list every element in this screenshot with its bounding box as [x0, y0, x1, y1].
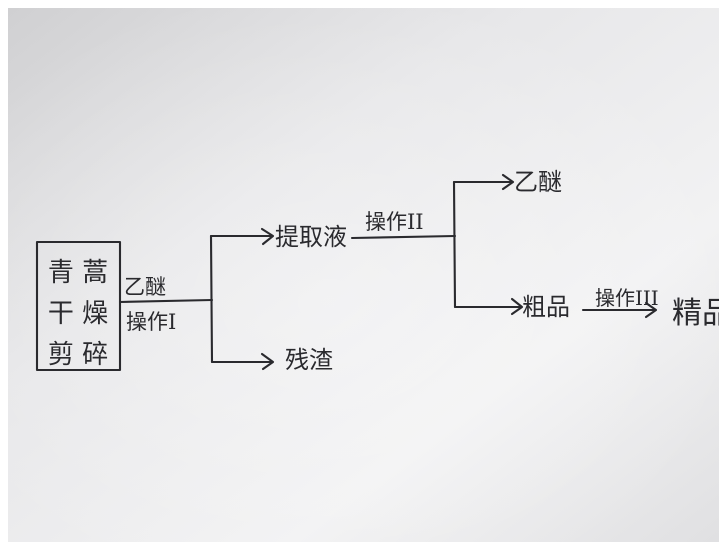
step3-arrow-head — [644, 301, 658, 319]
raw-material-line-3: 剪 碎 — [48, 340, 108, 370]
arrow-to-residue-head — [260, 352, 275, 371]
arrow-to-ether-head — [501, 173, 515, 191]
paper-highlight — [8, 8, 719, 542]
raw-material-line-2: 干 燥 — [48, 299, 108, 329]
step1-operation-label: 操作I — [126, 310, 176, 334]
arrow-to-extract-head — [260, 227, 275, 246]
product-label: 精品 — [672, 296, 719, 331]
raw-material-line-1: 青 蒿 — [48, 258, 108, 288]
ether-label: 乙醚 — [514, 168, 562, 196]
step1-line — [118, 298, 214, 304]
raw-material-box — [35, 240, 122, 372]
step3-operation-label: 操作III — [595, 286, 659, 310]
step1-reagent-label: 乙醚 — [124, 275, 166, 299]
residue-label: 残渣 — [285, 346, 333, 374]
extract-label: 提取液 — [275, 223, 347, 251]
step2-operation-label: 操作II — [365, 210, 424, 234]
arrow-to-crude-head — [510, 297, 524, 316]
step2-line — [350, 234, 457, 240]
branch2-bracket — [452, 180, 457, 309]
crude-label: 粗品 — [522, 293, 570, 321]
branch1-bracket — [209, 234, 214, 364]
